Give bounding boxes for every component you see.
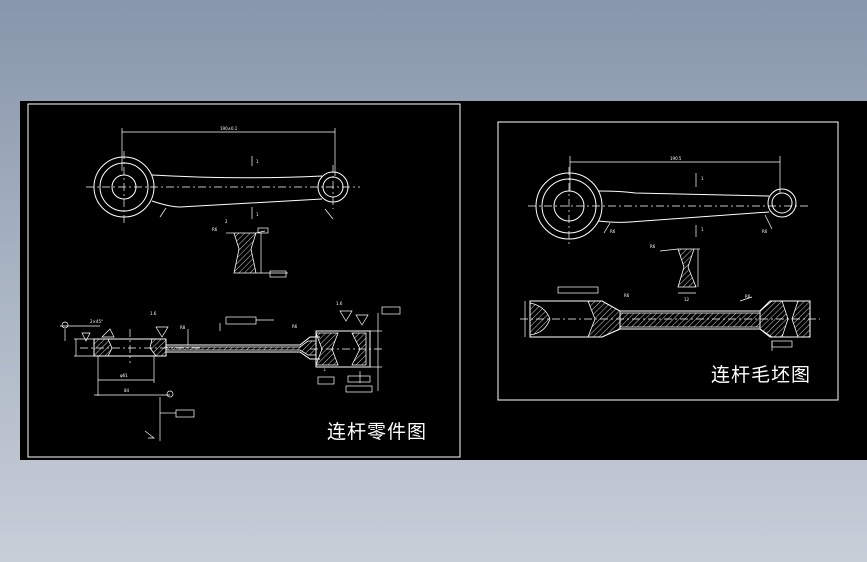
svg-text:84: 84: [124, 388, 130, 393]
svg-text:1.6: 1.6: [150, 311, 157, 316]
blank-front-view: R6 R6: [520, 286, 820, 351]
svg-text:1: 1: [701, 176, 704, 181]
svg-text:φ61: φ61: [120, 373, 128, 378]
blank-drawing-sheet: 190.5 1 1 R6 R6 R6 12: [497, 121, 839, 401]
blank-section-1-1: R6 12: [650, 244, 700, 302]
svg-text:R6: R6: [610, 229, 616, 234]
svg-text:1: 1: [701, 227, 704, 232]
svg-text:R6: R6: [762, 229, 768, 234]
svg-text:R8: R8: [180, 325, 186, 330]
blank-top-view: 190.5 1 1 R6 R6: [528, 156, 810, 246]
part-drawing-title: 连杆零件图: [327, 421, 428, 443]
svg-text:2×45°: 2×45°: [90, 319, 103, 324]
svg-text:R6: R6: [745, 294, 751, 299]
part-front-view: φ61 84 2×45° 1.6 R8 1: [60, 301, 401, 441]
svg-text:R6: R6: [624, 293, 630, 298]
blank-drawing-title: 连杆毛坯图: [711, 364, 812, 386]
part-drawing-sheet: 190±0.1 1 1 2: [27, 103, 461, 458]
svg-text:1: 1: [256, 159, 259, 164]
svg-text:R6: R6: [292, 324, 298, 329]
part-sheet-border: [27, 103, 461, 458]
svg-text:R6: R6: [650, 244, 656, 249]
blank-sheet-border: [497, 121, 839, 401]
svg-text:190.5: 190.5: [670, 156, 682, 161]
svg-text:1: 1: [256, 212, 259, 217]
cad-drawing-canvas: 190±0.1 1 1 2: [27, 103, 839, 458]
cad-viewport[interactable]: 190±0.1 1 1 2: [20, 101, 867, 460]
svg-text:12: 12: [684, 297, 690, 302]
svg-text:190±0.1: 190±0.1: [220, 126, 238, 131]
part-top-view: 190±0.1 1 1 2: [86, 126, 360, 224]
svg-text:R6: R6: [212, 227, 218, 232]
svg-text:2: 2: [225, 219, 228, 224]
svg-text:1.6: 1.6: [336, 301, 343, 306]
svg-text:↓: ↓: [323, 367, 326, 372]
part-section-1-1: R6: [212, 227, 288, 278]
